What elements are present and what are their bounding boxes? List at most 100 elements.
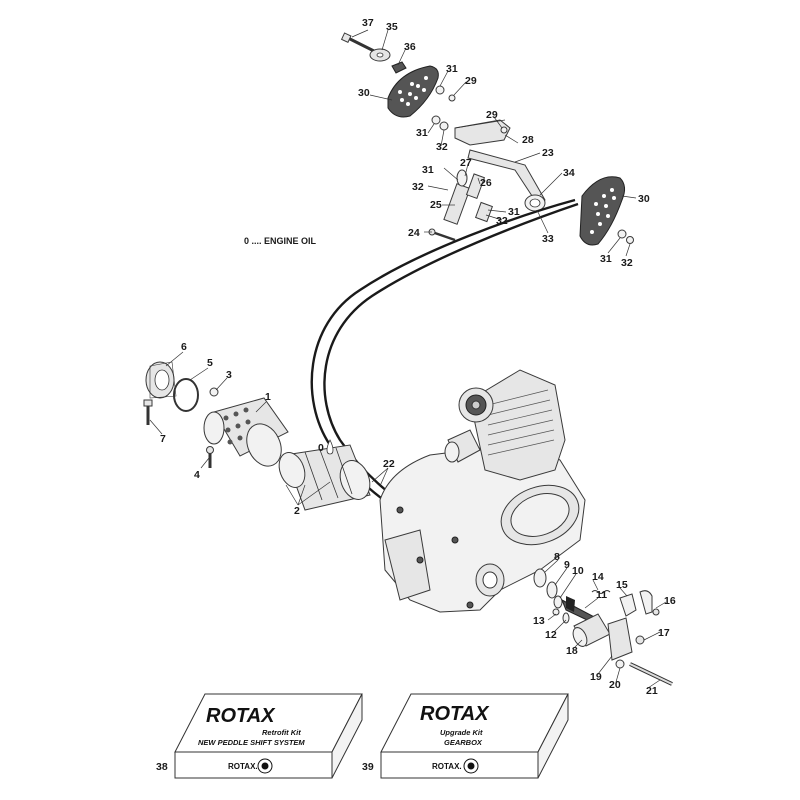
callout-7: 7 [160,433,166,445]
callout-31-lower: 31 [508,206,520,218]
bolt-7 [143,399,153,425]
callout-35: 35 [386,21,398,33]
callout-32-right: 32 [621,257,633,269]
callout-10: 10 [572,565,584,577]
shaft-2 [278,444,371,511]
callout-38: 38 [156,761,168,773]
washer-31-right [617,229,627,239]
callout-8: 8 [554,551,560,563]
engine-oil-legend: 0 .... ENGINE OIL [244,236,317,246]
callout-25: 25 [430,199,442,211]
nut-29-top [448,94,456,102]
callout-28: 28 [522,134,534,146]
callout-17: 17 [658,627,670,639]
bolt-24 [428,228,456,242]
callout-14: 14 [592,571,604,583]
paddle-30-left [387,65,439,118]
seal-8 [533,568,547,588]
washer-31-mid [431,115,441,125]
washer-9 [546,581,558,599]
callout-5: 5 [207,357,213,369]
callout-24: 24 [408,227,420,239]
callout-15: 15 [616,579,628,591]
callout-32-mid: 32 [436,141,448,153]
callout-20: 20 [609,679,621,691]
kit-38-line2: NEW PEDDLE SHIFT SYSTEM [198,738,305,747]
spring-14 [591,590,611,594]
washer-35 [369,48,391,62]
callout-39: 39 [362,761,374,773]
ring-13 [552,608,560,616]
callout-9: 9 [564,559,570,571]
callout-31-mid: 31 [416,127,428,139]
spacer-26 [465,173,486,200]
o-ring-5 [173,378,199,412]
kit-39-line1: Upgrade Kit [440,728,483,737]
callout-26: 26 [480,177,492,189]
callout-12: 12 [545,629,557,641]
oil-drop-icon [326,439,334,455]
kit-38-logo: ROTAX [206,705,276,727]
callout-37: 37 [362,17,374,29]
ring-33-34 [524,194,546,212]
callout-21: 21 [646,685,658,697]
kit-38-footer-brand: ROTAX. [228,762,258,771]
callout-32-lower: 32 [496,215,508,227]
left-components [143,361,371,511]
engine-block [379,369,586,613]
sleeve-1 [203,397,289,467]
callout-16: 16 [664,595,676,607]
callout-2: 2 [294,505,300,517]
kit-38-emblem-icon [257,758,273,774]
bearing-6 [145,361,177,399]
bolt-16 [639,590,660,616]
shift-linkage-parts [533,568,673,686]
callout-13: 13 [533,615,545,627]
callout-6: 6 [181,341,187,353]
paddle-30-right [579,176,626,246]
callout-19: 19 [590,671,602,683]
washer-32-mid [439,121,449,131]
plate-19 [607,617,633,661]
callout-36: 36 [404,41,416,53]
kit-39-logo: ROTAX [420,703,490,725]
callout-4: 4 [194,469,200,481]
callout-33: 33 [542,233,554,245]
rod-21 [629,662,673,686]
callout-29-right: 29 [486,109,498,121]
bolt-4 [206,446,214,468]
leader-lines [149,29,667,689]
callout-22: 22 [383,458,395,470]
pin-27 [456,169,468,187]
callout-30-right: 30 [638,193,650,205]
kit-box-38: ROTAX Retrofit Kit NEW PEDDLE SHIFT SYST… [174,693,363,779]
nut-17 [635,635,645,645]
kit-39-footer-brand: ROTAX. [432,762,462,771]
callout-30-left: 30 [358,87,370,99]
callout-11: 11 [596,589,607,601]
sleeve-18 [572,613,611,647]
nut-20 [615,659,625,669]
callout-32-low: 32 [412,181,424,193]
lever-15 [619,593,637,617]
callout-18: 18 [566,645,578,657]
callout-29-top: 29 [465,75,477,87]
callout-27: 27 [460,157,472,169]
kit-39-line2: GEARBOX [444,738,483,747]
paddle-shift-assembly [340,32,634,246]
ring-12 [562,612,570,624]
kit-box-39: ROTAX Upgrade Kit GEARBOX ROTAX. [380,693,569,779]
washer-32-right [626,236,634,244]
callout-31-top: 31 [446,63,458,75]
callout-34: 34 [563,167,575,179]
kit-39-emblem-icon [463,758,479,774]
callout-labels: 37 35 36 31 29 30 29 28 31 32 23 27 31 3… [156,17,676,773]
kit-38-line1: Retrofit Kit [262,728,301,737]
clip-10 [553,595,563,609]
callout-31-right: 31 [600,253,612,265]
spacer-31-lower [474,201,494,223]
washer-31-top [435,85,445,95]
callout-31-low: 31 [422,164,434,176]
callout-1: 1 [265,391,271,403]
